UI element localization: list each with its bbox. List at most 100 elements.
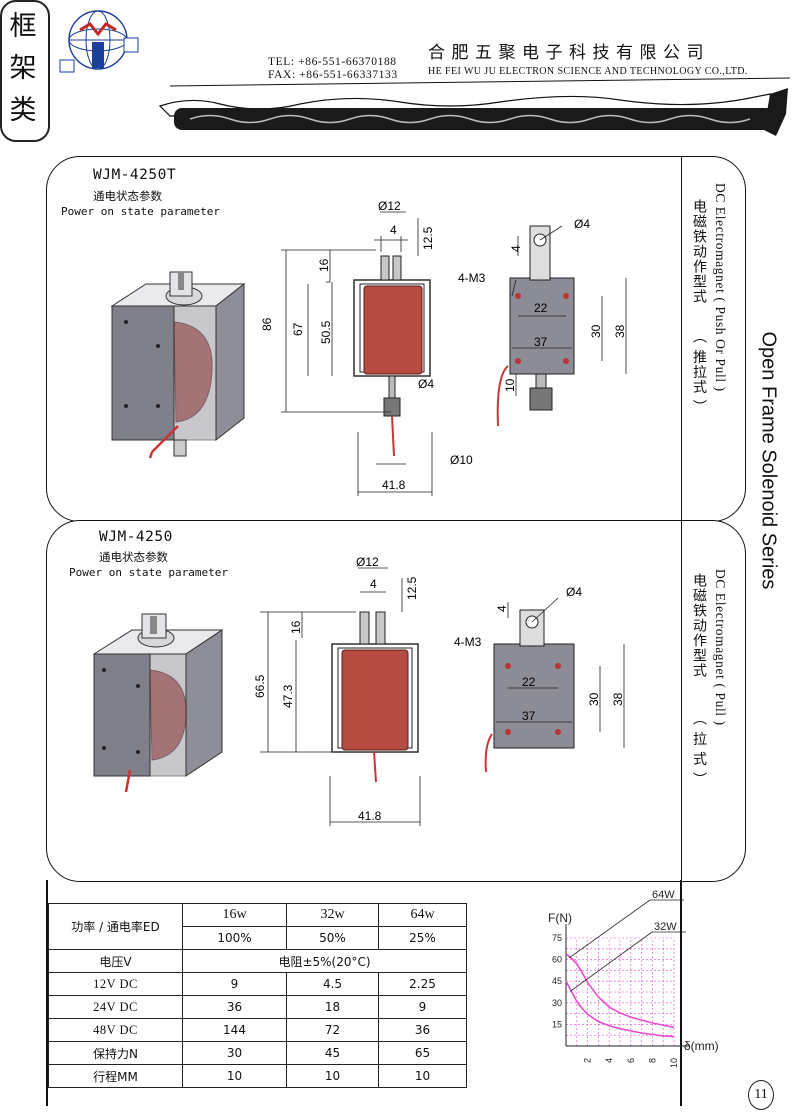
y-tick-label: 60 (552, 955, 562, 965)
voltage-label: 电压V (48, 949, 183, 973)
side-view-dimensions (496, 597, 625, 748)
row-label: 12V DC (48, 972, 183, 996)
dim-41-8: 41.8 (382, 478, 406, 492)
cell: 10 (182, 1064, 287, 1088)
side-view (484, 609, 575, 773)
side-dim-30: 30 (587, 692, 601, 706)
series-label: 64W (652, 889, 675, 901)
table-row: 24V DC 36 18 9 (48, 995, 467, 1019)
y-tick-label: 75 (552, 933, 562, 943)
y-axis-label: F(N) (548, 911, 572, 925)
side-dim-10: 10 (503, 378, 517, 392)
dim-16: 16 (289, 620, 303, 634)
tel-line: TEL: +86-551-66370188 (268, 56, 397, 68)
dim-phi12: Ø12 (378, 199, 401, 213)
side-dim-30: 30 (589, 324, 603, 338)
side-view-dimensions (511, 225, 627, 396)
side-dim-22: 22 (534, 301, 548, 315)
chart-grid (565, 937, 675, 1047)
dim-4: 4 (390, 223, 397, 237)
dim-phi10: Ø10 (450, 453, 473, 467)
y-tick-label: 30 (552, 998, 562, 1008)
power-32w: 32w (286, 903, 379, 927)
cell: 18 (286, 995, 379, 1019)
header-decorative-band (158, 77, 790, 136)
state-label-en: Power on state parameter (69, 566, 228, 579)
state-label-cn: 通电状态参数 (93, 189, 162, 203)
x-tick-label: 6 (626, 1058, 636, 1063)
state-label-en: Power on state parameter (61, 205, 220, 218)
cell: 72 (286, 1018, 379, 1042)
cell: 2.25 (378, 972, 467, 996)
table-row: 12V DC 9 4.5 2.25 (48, 972, 467, 996)
bottom-frame-left (46, 880, 48, 1106)
chart-axes (565, 924, 690, 1047)
cell: 30 (182, 1041, 287, 1065)
fax-line: FAX: +86-551-66337133 (268, 69, 398, 81)
side-dim-4-m3: 4-M3 (454, 635, 482, 649)
side-dim-phi4: Ø4 (574, 217, 590, 231)
cell: 65 (378, 1041, 467, 1065)
specification-table: 功率 / 通电率ED 16w 32w 64w 100% 50% 25% 电压V … (48, 903, 467, 1088)
x-tick-label: 2 (583, 1058, 593, 1063)
company-logo (59, 10, 139, 73)
side-dim-38: 38 (613, 324, 627, 338)
company-name-cn: 合肥五聚电子科技有限公司 (428, 43, 710, 63)
dim-12-5: 12.5 (421, 226, 435, 250)
type-description-en: DC Electromagnet ( Pull ) (713, 569, 728, 726)
dim-86: 86 (260, 317, 274, 331)
dim-4: 4 (370, 577, 377, 591)
power-64w: 64w (378, 903, 467, 927)
power-16w: 16w (182, 903, 287, 927)
dim-66-5: 66.5 (253, 674, 267, 698)
side-dim-4: 4 (495, 605, 509, 612)
type-description-en: DC Electromagnet ( Push Or Pull ) (713, 183, 728, 392)
state-label-cn: 通电状态参数 (99, 550, 168, 564)
side-dim-37: 37 (522, 709, 536, 723)
side-dim-4-m3: 4-M3 (458, 271, 486, 285)
cell: 36 (378, 1018, 467, 1042)
solenoid-3d-view (110, 271, 246, 459)
power-label: 功率 / 通电率ED (48, 903, 183, 950)
panel-divider (681, 157, 682, 521)
model-name: WJM-4250T (93, 167, 177, 183)
dim-50-5: 50.5 (319, 320, 333, 344)
category-char-3: 类 (9, 95, 37, 126)
contact-info: TEL: +86-551-66370188 FAX: +86-551-66337… (268, 56, 398, 82)
category-tab: 框 架 类 (0, 0, 50, 142)
leader-line (570, 931, 653, 992)
table-row: 保持力N 30 45 65 (48, 1041, 467, 1065)
y-tick-label: 15 (552, 1019, 562, 1029)
dim-41-8: 41.8 (358, 809, 382, 823)
chart-series (565, 953, 675, 1038)
x-tick-label: 10 (669, 1058, 679, 1068)
drawing-wjm-4250: 66.5 47.3 16 12.5 Ø12 4 41.8 Ø4 4 4-M3 2… (92, 555, 625, 826)
series-title: Open Frame Solenoid Series (757, 331, 780, 590)
ed-64w: 25% (378, 926, 467, 950)
row-label: 保持力N (48, 1041, 183, 1065)
cell: 144 (182, 1018, 287, 1042)
ed-32w: 50% (286, 926, 379, 950)
series-line-64w (565, 953, 675, 1029)
dim-12-5: 12.5 (405, 576, 419, 600)
cell: 9 (182, 972, 287, 996)
type-description-cn: 电磁铁动作型式 (691, 573, 707, 678)
resistance-label: 电阻±5%(20°C) (182, 949, 467, 973)
company-name-en: HE FEI WU JU ELECTRON SCIENCE AND TECHNO… (428, 66, 748, 77)
series-label: 32W (654, 921, 677, 933)
cell: 9 (378, 995, 467, 1019)
dim-phi4-shaft: Ø4 (418, 377, 434, 391)
side-dim-37: 37 (534, 335, 548, 349)
type-description-cn-mode: （ 拉 式 ） (691, 711, 707, 788)
series-line-32w (565, 980, 675, 1038)
front-view-dimensions (260, 567, 421, 826)
panel-divider (681, 521, 682, 881)
side-dim-22: 22 (522, 675, 536, 689)
row-label: 行程MM (48, 1064, 183, 1088)
side-dim-4: 4 (509, 245, 523, 252)
bottom-frame-divider (680, 880, 682, 1106)
side-view (496, 225, 575, 427)
type-description-cn-mode: （ 推拉式 ） (691, 329, 707, 415)
